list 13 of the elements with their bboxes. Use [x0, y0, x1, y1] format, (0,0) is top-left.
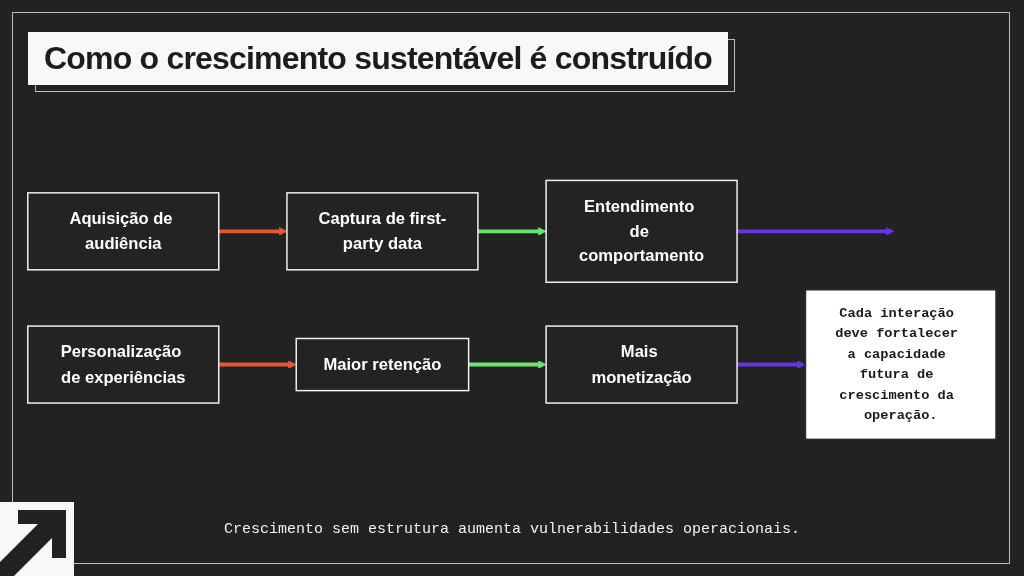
arrow — [737, 227, 895, 236]
caption: Crescimento sem estrutura aumenta vulnerabilidades operacionais. — [223, 521, 801, 538]
node-box: Maior retenção — [295, 337, 470, 392]
node-box: Cada interação deve fortalecer a capacidade futura de crescimento da operação. — [804, 288, 998, 441]
node-box: Entendimento de comportamento — [545, 179, 738, 283]
arrow — [468, 360, 547, 369]
arrow — [477, 227, 547, 236]
node-box: Mais monetização — [545, 325, 738, 404]
node-box: Captura de first-party data — [286, 192, 479, 271]
node-box: Aquisição de audiência — [27, 192, 220, 271]
node-box: Personalização de experiências — [27, 325, 220, 404]
arrow — [737, 360, 806, 369]
arrow — [218, 360, 297, 369]
